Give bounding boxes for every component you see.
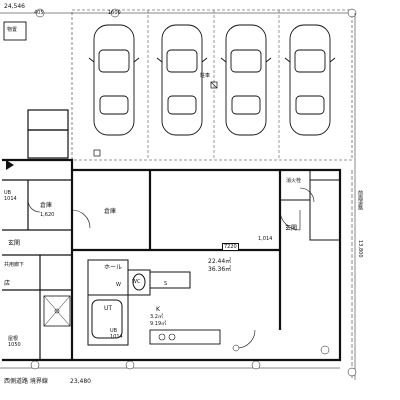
kitchen-counter <box>149 329 221 345</box>
road-label: 前面道路 <box>357 190 363 210</box>
shower-tray <box>43 295 71 327</box>
entrance-right: 玄関 <box>285 225 298 232</box>
left-note: 屋根 1050 <box>8 336 21 348</box>
hall-label: ホール <box>104 264 123 271</box>
room-area-a: 22.44㎡ <box>208 258 232 265</box>
dim-bottom-right: 23,480 <box>70 378 91 385</box>
storage-label: 倉庫 <box>40 202 53 209</box>
shop-label: 店 <box>4 280 11 287</box>
fire-label: 消火栓 <box>286 178 302 184</box>
marker <box>210 81 218 89</box>
corner-tag: W <box>116 282 121 288</box>
dim-top-a: 405 <box>34 10 44 16</box>
building-walls <box>2 158 342 362</box>
dim-top-b: 1600 <box>108 10 121 16</box>
wet-area <box>87 259 191 346</box>
right-room <box>309 179 341 241</box>
dim-top-left: 24,546 <box>4 3 25 10</box>
storage-box <box>3 21 27 41</box>
corridor-label: 共用廊下 <box>4 262 25 268</box>
car-icon <box>156 24 208 136</box>
kitchen-area-b: 9.19㎡ <box>150 321 167 327</box>
ub-left: UB 1014 <box>4 190 17 202</box>
kitchen-area-a: 3.2㎡ <box>150 314 163 320</box>
left-wing-walls <box>2 109 72 360</box>
top-box-label: 物置 <box>7 27 18 33</box>
kitchen-label: K <box>156 306 160 313</box>
ut-label: UT <box>104 305 113 312</box>
inner-tag: S <box>164 281 168 287</box>
west-label: 西側道路 境界線 <box>4 378 48 385</box>
vestibule <box>279 169 311 201</box>
dim-right: 13,800 <box>357 240 363 258</box>
arrow-icon <box>6 160 14 170</box>
entrance-left: 玄関 <box>8 240 21 247</box>
car-icon <box>88 24 140 136</box>
wc-label: WC <box>132 279 141 285</box>
parking-boundary <box>71 9 353 161</box>
main-room-label: 倉庫 <box>104 208 117 215</box>
parking-note: 駐車 <box>200 73 211 79</box>
storage-dim: 1,620 <box>40 212 55 218</box>
room-area-b: 36.36㎡ <box>208 266 232 273</box>
car-icon <box>284 24 336 136</box>
meter-label: 1,014 <box>258 236 273 242</box>
note-tag: 7220 <box>222 243 239 251</box>
marker <box>93 149 101 157</box>
car-icon <box>220 24 272 136</box>
ub-right: UB 1014 <box>110 328 123 340</box>
